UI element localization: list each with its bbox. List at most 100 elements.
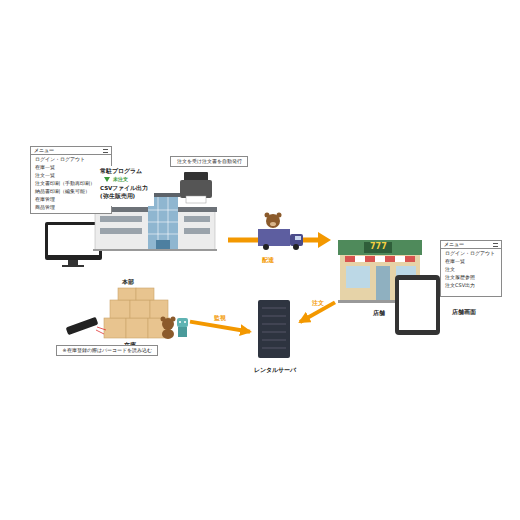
program-text: CSVファイル出力 (弥生販売用) [100, 184, 152, 200]
truck [266, 214, 280, 228]
truck [258, 213, 303, 251]
printer [184, 172, 208, 181]
stock-boxes [104, 288, 170, 338]
truck [293, 244, 299, 250]
stock-boxes [150, 300, 168, 318]
truck [263, 244, 269, 250]
server-label: レンタルサーバ [250, 366, 300, 375]
stock-boxes [110, 300, 130, 318]
server-rack [262, 340, 286, 341]
server-rack [262, 324, 286, 325]
menu-header: メニュー [441, 241, 501, 249]
robot-toy [184, 321, 186, 323]
menu-text: メニュー [444, 242, 464, 247]
robot-toy [177, 318, 188, 337]
delivery-arrow [318, 232, 331, 248]
menu-header: メニュー [31, 147, 111, 155]
edge-label: 注文 [312, 299, 324, 308]
tablet [395, 275, 440, 335]
printer [180, 180, 212, 198]
store-building [385, 256, 395, 262]
store-building [395, 256, 405, 262]
edge-label: 監視 [214, 314, 226, 323]
store-building [346, 266, 370, 288]
truck [270, 222, 276, 226]
delivery-label: 配達 [262, 256, 274, 265]
monitor [45, 222, 102, 267]
flow-arrow [190, 322, 250, 332]
bear-toy [161, 317, 176, 340]
program-box: 常駐プログラム未注文CSVファイル出力 (弥生販売用) [98, 166, 154, 206]
store-sign-number: 777 [370, 242, 387, 252]
robot-toy [177, 318, 188, 327]
stock-boxes [118, 288, 136, 300]
hq-building [148, 210, 178, 211]
printer [186, 196, 206, 203]
store-menu-panel: メニューログイン・ログアウト在庫一覧注文注文履歴参照注文CSV出力 [440, 240, 502, 297]
server-node: レンタルサーバ [250, 297, 300, 375]
menu-item: ログイン・ログアウト [441, 249, 501, 257]
robot-toy [178, 327, 187, 337]
menu-item: 注文 [441, 265, 501, 273]
bear-toy [162, 329, 174, 339]
server-rack [258, 300, 290, 358]
barcode-scanner [97, 327, 106, 330]
server-rack [262, 332, 286, 333]
store-building [355, 256, 365, 262]
robot-toy [179, 321, 181, 323]
hq-building [184, 228, 210, 234]
barcode-scanner [66, 317, 106, 335]
hq-building [156, 240, 170, 250]
stock-boxes [104, 318, 126, 338]
tablet [399, 280, 436, 330]
server-rack [262, 308, 286, 309]
store-building [338, 240, 422, 255]
barcode-scanner [96, 330, 104, 334]
group-heading: 本部 [122, 278, 134, 287]
status-text: 未注文 [113, 176, 128, 182]
truck [295, 236, 301, 240]
menu-item: 在庫一覧 [441, 257, 501, 265]
printer [180, 172, 212, 203]
store-building [375, 256, 385, 262]
stock-boxes [130, 300, 150, 318]
stock-boxes [126, 318, 148, 338]
box-text: 注文を受け注文書を自動発行 [171, 157, 247, 166]
store-building [405, 256, 415, 262]
printer-callout: 注文を受け注文書を自動発行 [170, 156, 248, 167]
stock-node: 本部在庫 [100, 278, 190, 350]
tablet [395, 275, 440, 335]
screen-caption: 店舗画面 [452, 309, 476, 316]
monitor [48, 225, 99, 255]
server-rack [262, 348, 286, 349]
truck [258, 229, 290, 246]
monitor [45, 222, 102, 260]
hq-building [184, 216, 210, 222]
menu-icon [493, 243, 498, 247]
menu-item: 注文履歴参照 [441, 273, 501, 281]
hq-building [100, 216, 142, 222]
hq-building [148, 234, 178, 235]
server-rack [258, 300, 290, 358]
store-building [365, 256, 375, 262]
store-building [345, 256, 355, 262]
menu-icon [103, 149, 108, 153]
monitor [62, 265, 84, 267]
server-rack [262, 316, 286, 317]
menu-item: ログイン・ログアウト [31, 155, 111, 163]
menu-item: 注文CSV出力 [441, 281, 501, 289]
store-label: 店舗 [335, 309, 422, 318]
green-arrow [104, 177, 110, 182]
hq-building [148, 222, 178, 223]
hq-building [100, 228, 142, 234]
bear-toy [162, 318, 174, 330]
barcode-scanner [66, 317, 99, 335]
status-row: 未注文 [100, 175, 152, 184]
store-building [376, 266, 390, 302]
box-text: ※在庫登録の際はバーコードを読み込む [57, 346, 157, 355]
scanner-note: ※在庫登録の際はバーコードを読み込む [56, 345, 158, 356]
stock-boxes [136, 288, 154, 300]
store-building [364, 242, 392, 253]
